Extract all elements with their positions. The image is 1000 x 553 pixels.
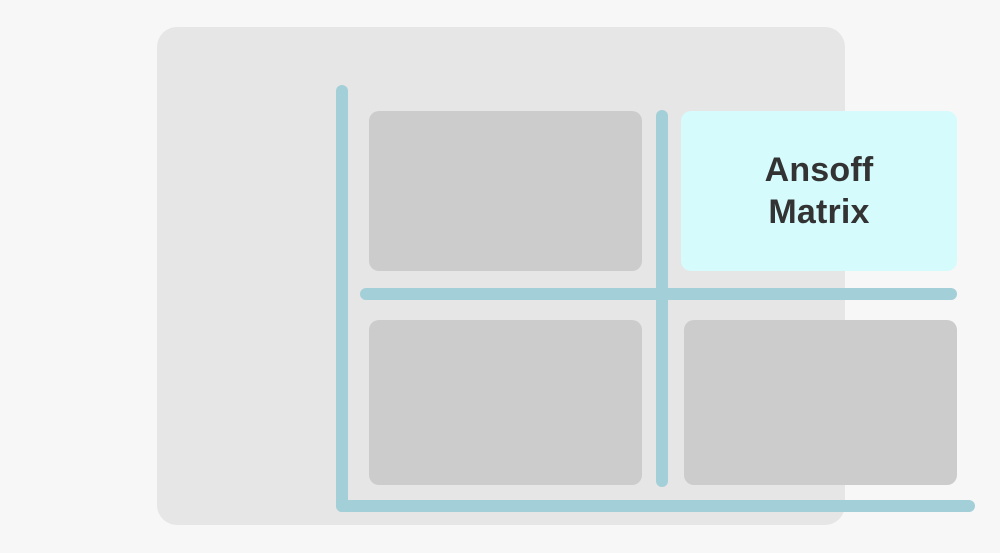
quadrant-top-right[interactable]: Ansoff Matrix: [681, 111, 957, 271]
quadrant-top-left[interactable]: [369, 111, 642, 271]
vertical-left-axis: [336, 85, 348, 512]
quadrant-bottom-left[interactable]: [369, 320, 642, 485]
matrix-frame: Ansoff Matrix: [157, 27, 975, 525]
horizontal-bottom-axis: [336, 500, 975, 512]
matrix-title: Ansoff Matrix: [764, 150, 874, 232]
horizontal-middle-divider: [360, 288, 957, 300]
quadrant-bottom-right[interactable]: [684, 320, 957, 485]
